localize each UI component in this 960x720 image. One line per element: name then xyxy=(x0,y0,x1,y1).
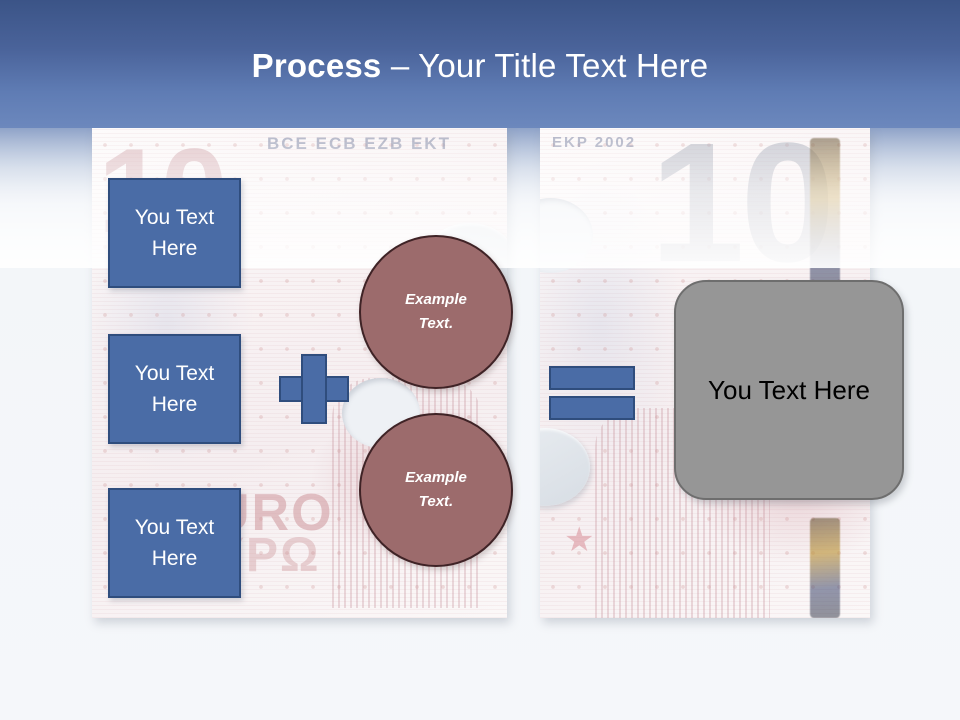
equals-bottom-bar xyxy=(549,396,635,420)
input-box-1-label: You Text Here xyxy=(134,206,215,260)
example-circle-1-line1: Example xyxy=(405,291,467,308)
input-box-3[interactable]: You Text Here xyxy=(108,488,241,598)
input-box-2[interactable]: You Text Here xyxy=(108,334,241,444)
example-circle-2-line2: Text. xyxy=(418,493,454,510)
example-circle-1-text: Example Text. xyxy=(405,288,467,336)
example-circle-1-line2: Text. xyxy=(418,315,454,332)
input-box-2-label: You Text Here xyxy=(134,362,215,416)
plus-center-fill xyxy=(303,378,321,396)
equals-top-bar xyxy=(549,366,635,390)
example-circle-2[interactable]: Example Text. xyxy=(359,413,513,567)
title-bar: Process – Your Title Text Here xyxy=(0,0,960,128)
equals-operator-icon xyxy=(549,366,635,420)
input-box-1[interactable]: You Text Here xyxy=(108,178,241,288)
slide-title: Process – Your Title Text Here xyxy=(0,46,960,86)
example-circle-2-line1: Example xyxy=(405,469,467,486)
result-box-label: You Text Here xyxy=(708,374,870,405)
slide-title-bold: Process xyxy=(251,47,382,84)
example-circle-1[interactable]: Example Text. xyxy=(359,235,513,389)
input-box-3-label: You Text Here xyxy=(134,516,215,570)
plus-operator-icon xyxy=(279,354,349,424)
example-circle-2-text: Example Text. xyxy=(405,466,467,514)
slide-title-rest: – Your Title Text Here xyxy=(381,47,709,84)
result-box[interactable]: You Text Here xyxy=(674,280,904,500)
banknote-star-right: ★ xyxy=(564,521,595,559)
banknote-hologram-strip-lower xyxy=(810,518,840,618)
